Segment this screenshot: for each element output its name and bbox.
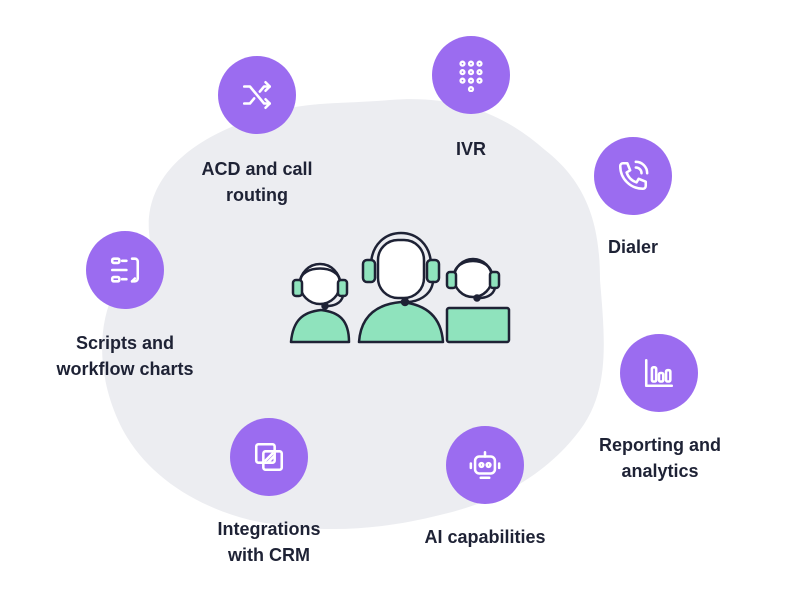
label-ivr: IVR [455, 139, 486, 159]
feature-node-reporting [620, 334, 698, 412]
feature-node-integrations [230, 418, 308, 496]
feature-node-dialer [594, 137, 672, 215]
robot-icon [469, 450, 501, 480]
label-dialer: Dialer [607, 237, 659, 257]
phone-call-icon [618, 160, 649, 191]
call-center-agents-icon [289, 231, 511, 344]
feature-node-scripts [86, 231, 164, 309]
feature-node-acd [218, 56, 296, 134]
feature-node-ivr [432, 36, 510, 114]
label-ai: AI capabilities [424, 527, 546, 547]
workflow-list-icon [110, 257, 140, 283]
shuffle-icon [242, 80, 272, 110]
feature-node-ai [446, 426, 524, 504]
bar-chart-icon [644, 358, 674, 388]
overlap-squares-icon [254, 442, 284, 472]
keypad-icon [459, 60, 483, 92]
